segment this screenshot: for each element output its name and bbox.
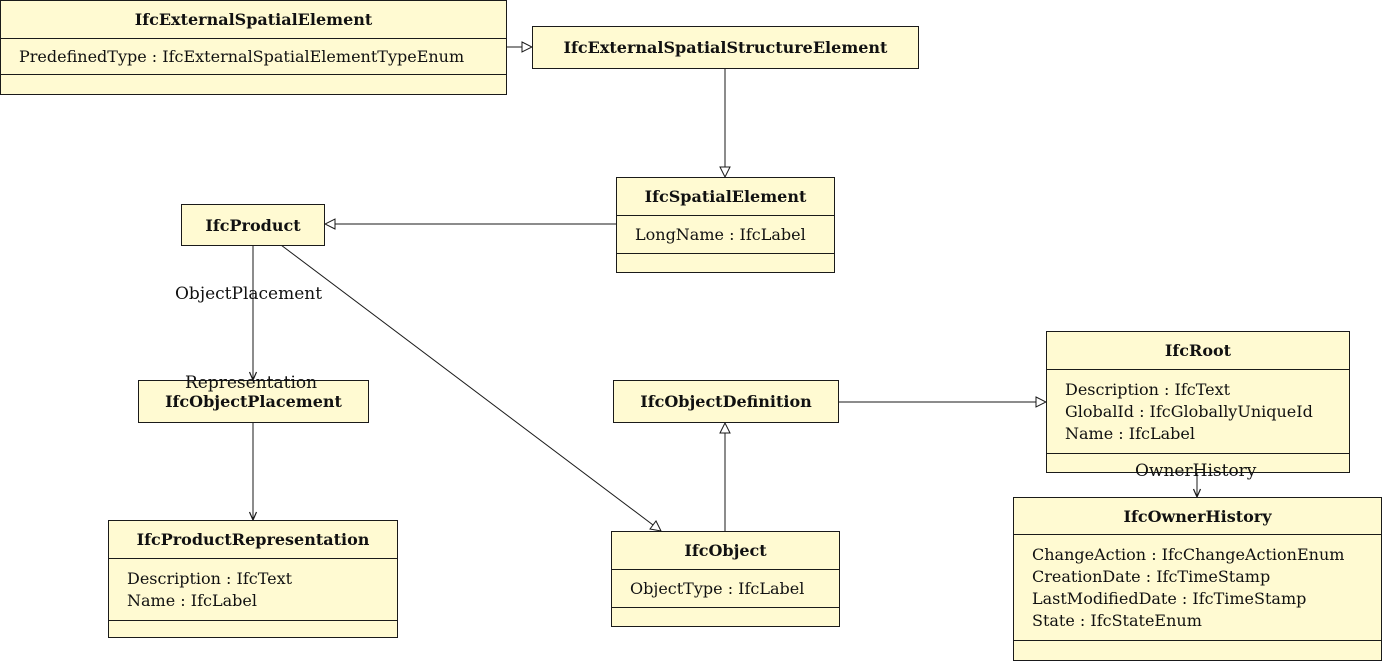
association-label-object-placement: ObjectPlacement — [175, 284, 323, 304]
generalization-product-to-object — [280, 244, 661, 531]
attribute: LastModifiedDate : IfcTimeStamp — [1032, 588, 1307, 608]
class-name: IfcExternalSpatialElement — [134, 10, 373, 29]
class-ifc-external-spatial-element[interactable]: IfcExternalSpatialElement PredefinedType… — [0, 0, 507, 95]
class-attributes: ChangeAction : IfcChangeActionEnum Creat… — [1014, 534, 1381, 640]
class-attributes: Description : IfcText GlobalId : IfcGlob… — [1047, 369, 1349, 453]
class-name: IfcProduct — [205, 215, 301, 235]
class-name: IfcSpatialElement — [644, 187, 807, 206]
attribute: Description : IfcText — [1065, 379, 1231, 399]
attribute: State : IfcStateEnum — [1032, 610, 1202, 630]
attribute: Name : IfcLabel — [127, 590, 257, 610]
class-name: IfcObjectDefinition — [640, 392, 812, 411]
class-name: IfcExternalSpatialStructureElement — [563, 38, 888, 57]
class-ifc-owner-history[interactable]: IfcOwnerHistory ChangeAction : IfcChange… — [1013, 497, 1382, 661]
class-ifc-object[interactable]: IfcObject ObjectType : IfcLabel — [611, 531, 840, 627]
class-attributes: ObjectType : IfcLabel — [612, 569, 839, 607]
class-ifc-object-definition[interactable]: IfcObjectDefinition — [613, 380, 839, 423]
attribute: ChangeAction : IfcChangeActionEnum — [1032, 544, 1345, 564]
class-operations — [612, 607, 839, 626]
class-operations — [617, 253, 834, 272]
class-operations — [1047, 453, 1349, 472]
class-operations — [109, 620, 397, 637]
class-ifc-product[interactable]: IfcProduct — [181, 204, 325, 246]
class-ifc-product-representation[interactable]: IfcProductRepresentation Description : I… — [108, 520, 398, 638]
class-operations — [1014, 640, 1381, 660]
class-operations — [1, 74, 506, 94]
class-ifc-root[interactable]: IfcRoot Description : IfcText GlobalId :… — [1046, 331, 1350, 473]
class-ifc-object-placement[interactable]: IfcObjectPlacement — [138, 380, 369, 423]
class-ifc-external-spatial-structure-element[interactable]: IfcExternalSpatialStructureElement — [532, 26, 919, 69]
attribute: ObjectType : IfcLabel — [630, 578, 805, 598]
class-name: IfcObjectPlacement — [165, 392, 342, 411]
class-name: IfcProductRepresentation — [136, 530, 370, 549]
attribute: GlobalId : IfcGloballyUniqueId — [1065, 401, 1313, 421]
class-attributes: PredefinedType : IfcExternalSpatialEleme… — [1, 38, 506, 74]
class-attributes: LongName : IfcLabel — [617, 215, 834, 253]
association-label-representation: Representation — [185, 373, 318, 393]
attribute: CreationDate : IfcTimeStamp — [1032, 566, 1271, 586]
class-ifc-spatial-element[interactable]: IfcSpatialElement LongName : IfcLabel — [616, 177, 835, 273]
class-name: IfcObject — [684, 541, 767, 560]
attribute: LongName : IfcLabel — [635, 224, 806, 244]
class-attributes: Description : IfcText Name : IfcLabel — [109, 558, 397, 620]
association-label-owner-history: OwnerHistory — [1135, 461, 1257, 481]
class-name: IfcRoot — [1164, 341, 1232, 360]
attribute: Name : IfcLabel — [1065, 423, 1195, 443]
attribute: PredefinedType : IfcExternalSpatialEleme… — [19, 46, 465, 66]
class-name: IfcOwnerHistory — [1123, 506, 1272, 526]
attribute: Description : IfcText — [127, 568, 293, 588]
